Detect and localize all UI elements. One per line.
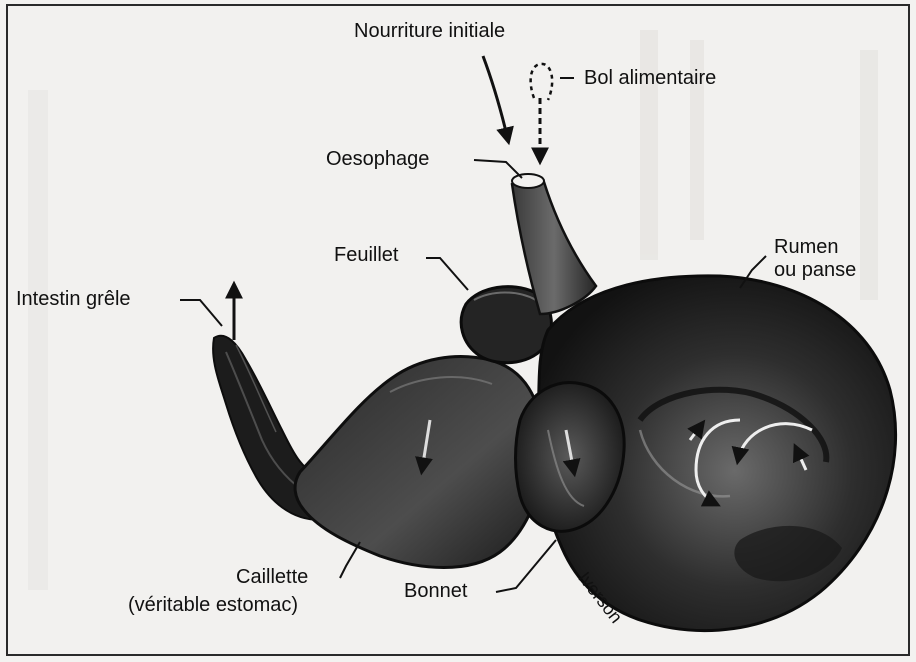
caillette-shape [295,357,543,568]
label-rumen: Rumen ou panse [774,236,856,282]
label-caillette-line1: Caillette [236,566,308,589]
label-intestin-grele: Intestin grêle [16,288,131,311]
label-oesophage: Oesophage [326,148,429,171]
label-nourriture-initiale: Nourriture initiale [354,20,505,43]
label-bol-alimentaire: Bol alimentaire [584,67,716,90]
label-rumen-line2: ou panse [774,259,856,282]
label-feuillet: Feuillet [334,244,398,267]
label-rumen-line1: Rumen [774,236,856,259]
label-caillette-line2: (véritable estomac) [128,594,298,617]
label-bonnet: Bonnet [404,580,467,603]
